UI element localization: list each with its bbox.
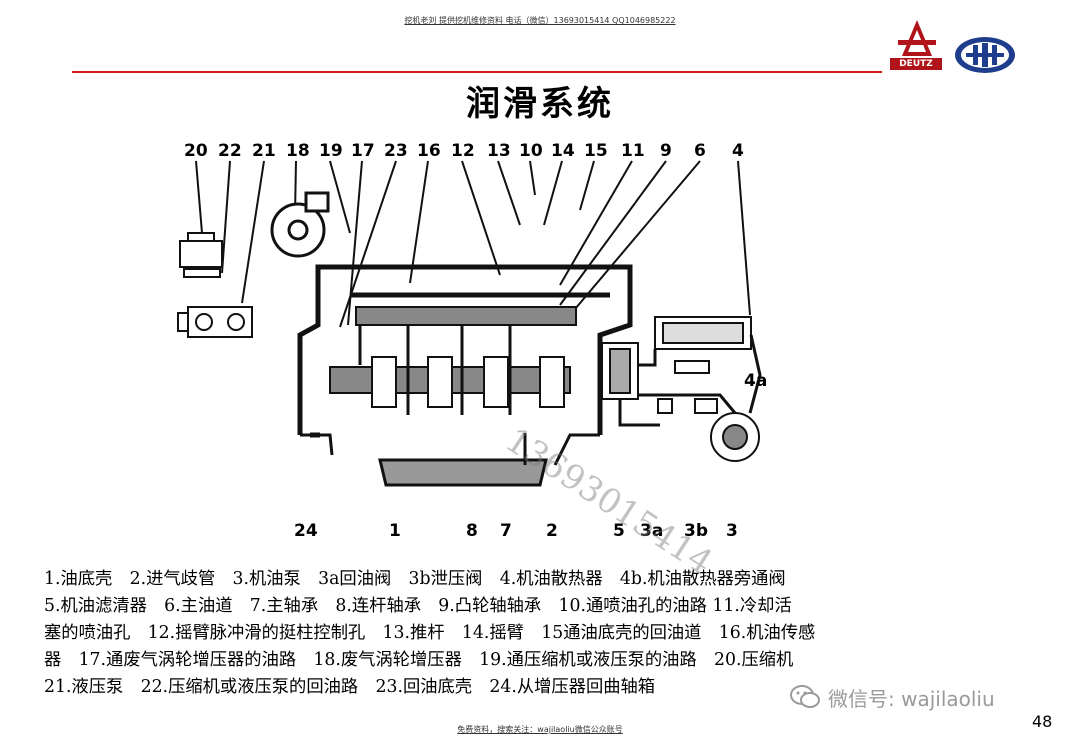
label-4: 4 [732,141,744,161]
label-18: 18 [286,141,310,161]
label-4a: 4a [744,371,768,391]
label-11: 11 [621,141,645,161]
label-3b: 3b [684,521,708,541]
legend-line: 21.液压泵 22.压缩机或液压泵的回油路 23.回油底壳 24.从增压器回曲轴… [44,677,656,697]
legend-line: 塞的喷油孔 12.摇臂脉冲滑的挺柱控制孔 13.推杆 14.摇臂 15通油底壳的… [44,623,816,643]
wechat-id: 微信号: wajilaoliu [828,686,995,711]
label-15: 15 [584,141,608,161]
label-24: 24 [294,521,318,541]
label-6: 6 [694,141,706,161]
label-1: 1 [389,521,401,541]
lubrication-diagram: 20 22 21 18 19 17 23 16 12 13 10 14 15 1… [160,135,800,545]
label-3: 3 [726,521,738,541]
label-8: 8 [466,521,478,541]
deutz-logo: DEUTZ [886,18,948,74]
label-5: 5 [613,521,625,541]
deutz-emblem-icon [898,20,936,56]
label-22: 22 [218,141,242,161]
label-19: 19 [319,141,343,161]
engine-lubrication-schematic [177,160,762,487]
label-23: 23 [384,141,408,161]
page-title: 润滑系统 [466,84,614,124]
label-13: 13 [487,141,511,161]
label-14: 14 [551,141,575,161]
footer-note: 免费资料，搜索关注：wajilaoliu微信公众账号 [457,725,623,734]
legend-line: 5.机油滤清器 6.主油道 7.主轴承 8.连杆轴承 9.凸轮轴轴承 10.通喷… [44,596,792,616]
faw-logo [952,34,1018,76]
label-3a: 3a [640,521,664,541]
label-21: 21 [252,141,276,161]
label-12: 12 [451,141,475,161]
deutz-wordmark: DEUTZ [890,58,942,70]
legend-text: 1.油底壳 2.进气歧管 3.机油泵 3a回油阀 3b泄压阀 4.机油散热器 4… [44,566,1034,701]
label-16: 16 [417,141,441,161]
faw-emblem-icon [955,37,1015,73]
top-contact-note: 挖机老刘 提供挖机维修资料 电话（微信）13693015414 QQ104698… [404,16,676,25]
wechat-icon [790,685,820,708]
label-20: 20 [184,141,208,161]
header-divider [72,71,882,73]
label-9: 9 [660,141,672,161]
page-number: 48 [1032,712,1053,731]
label-7: 7 [500,521,512,541]
legend-line: 器 17.通废气涡轮增压器的油路 18.废气涡轮增压器 19.通压缩机或液压泵的… [44,650,794,670]
label-17: 17 [351,141,375,161]
wechat-badge: 微信号: wajilaoliu [790,683,995,711]
legend-line: 1.油底壳 2.进气歧管 3.机油泵 3a回油阀 3b泄压阀 4.机油散热器 4… [44,569,786,589]
label-2: 2 [546,521,558,541]
label-10: 10 [519,141,543,161]
